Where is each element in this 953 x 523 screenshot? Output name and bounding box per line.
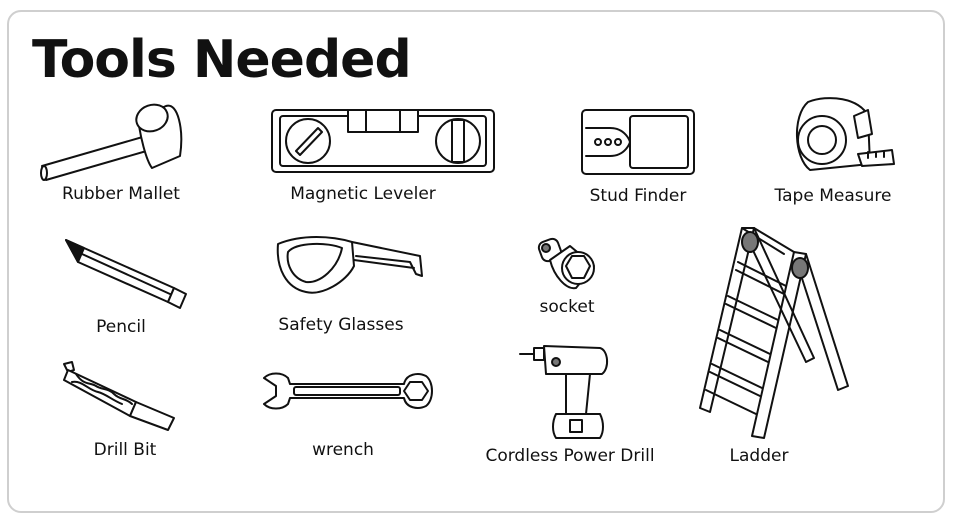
ladder-icon: [699, 227, 849, 439]
tool-label-magnetic-leveler: Magnetic Leveler: [290, 184, 436, 204]
safety-glasses-icon: [276, 236, 423, 294]
stud-finder-icon: [581, 109, 695, 175]
tool-label-socket: socket: [539, 297, 595, 317]
wrench-icon: [263, 372, 433, 410]
cordless-power-drill-icon: [519, 345, 608, 439]
tape-measure-icon: [796, 97, 895, 171]
tool-label-wrench: wrench: [312, 440, 374, 460]
tool-label-rubber-mallet: Rubber Mallet: [62, 184, 180, 204]
socket-icon: [537, 237, 595, 290]
tool-label-stud-finder: Stud Finder: [589, 186, 687, 206]
tool-label-tape-measure: Tape Measure: [774, 186, 892, 206]
magnetic-leveler-icon: [271, 109, 495, 173]
rubber-mallet-icon: [40, 103, 183, 181]
pencil-icon: [65, 239, 187, 309]
drill-bit-icon: [63, 361, 175, 431]
tool-label-pencil: Pencil: [96, 317, 146, 337]
tool-label-ladder: Ladder: [729, 446, 789, 466]
tool-label-safety-glasses: Safety Glasses: [278, 315, 404, 335]
tool-label-drill-bit: Drill Bit: [93, 440, 157, 460]
page-title: Tools Needed: [32, 30, 412, 90]
tool-label-cordless-power-drill: Cordless Power Drill: [485, 446, 655, 466]
